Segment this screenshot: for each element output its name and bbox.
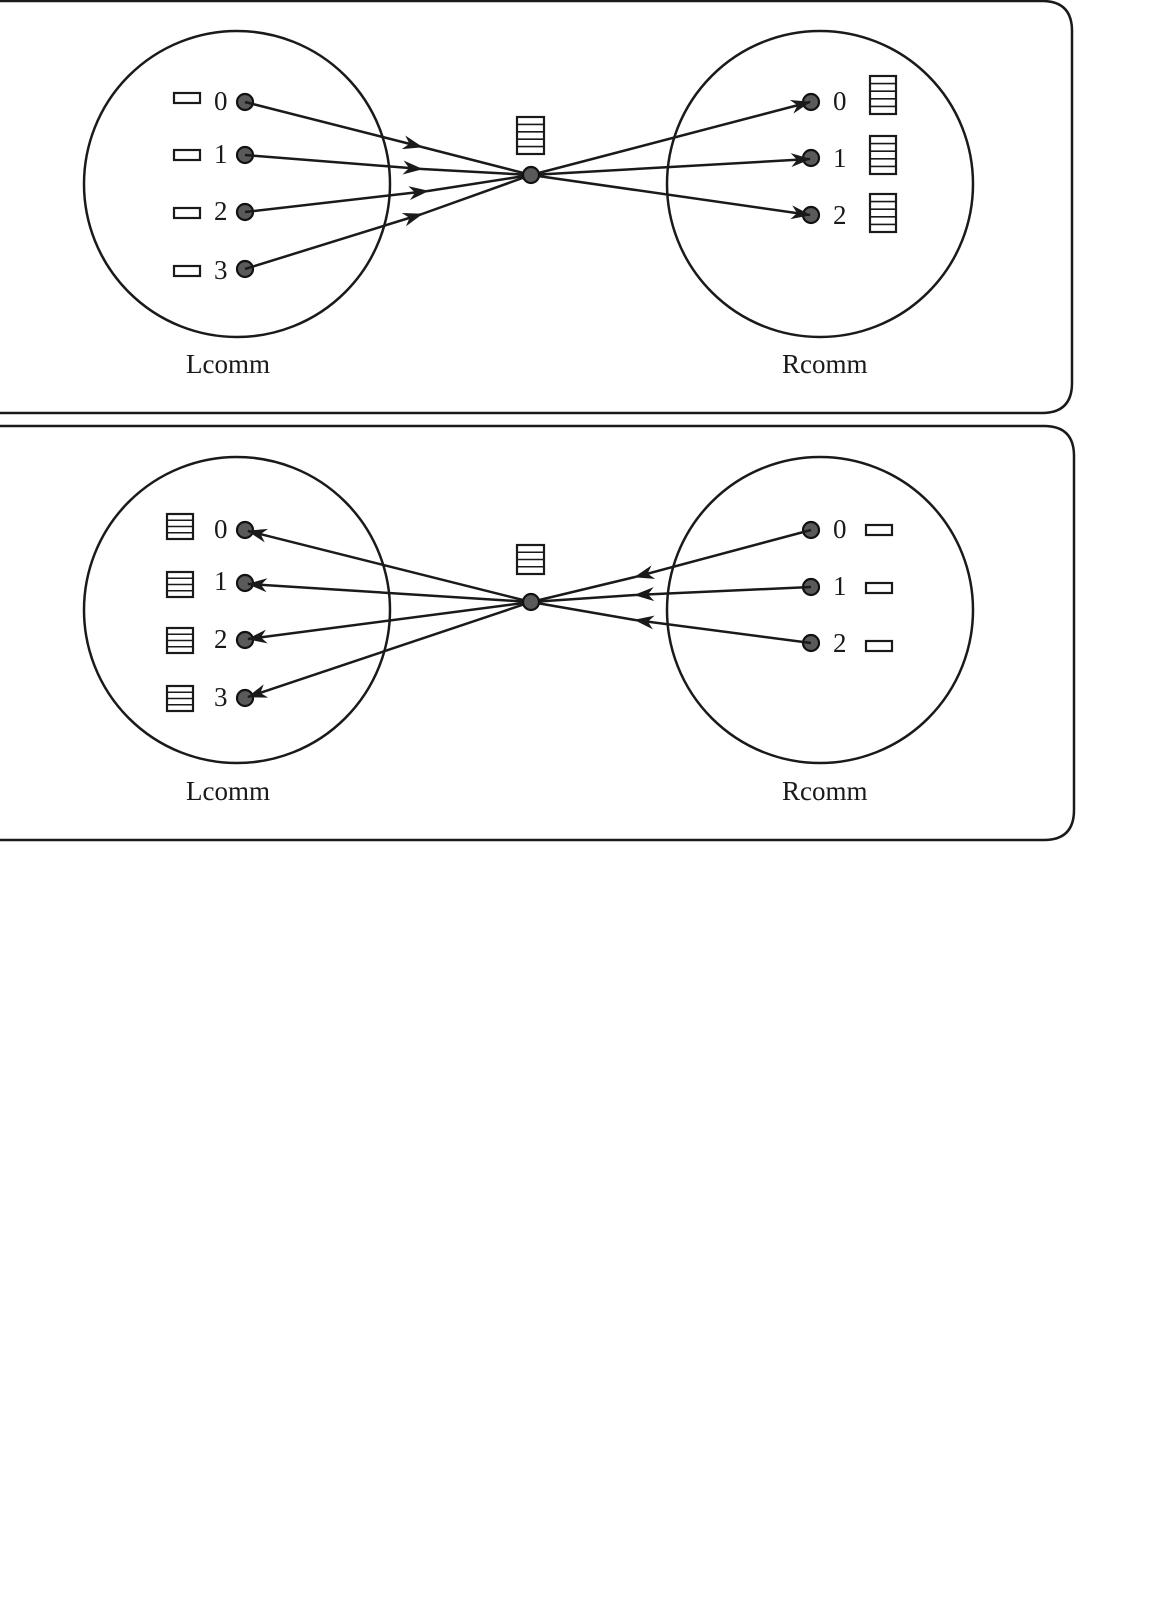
process-node [235, 630, 255, 650]
edges-left-to-hub [244, 100, 532, 271]
edge-arrow [247, 578, 532, 604]
left-comm-circle [82, 29, 392, 339]
left-comm-label: Lcomm [186, 776, 270, 806]
small-buffer-icon [864, 523, 894, 537]
edge-arrow [530, 100, 811, 177]
process-node [801, 148, 821, 168]
right-rank-label: 2 [833, 628, 847, 658]
edge-arrow [634, 615, 812, 645]
edge-arrow [530, 173, 811, 220]
left-rank-label: 0 [214, 514, 228, 544]
left-comm-group: Lcomm 0 1 2 3 [82, 29, 392, 379]
right-comm-group: Rcomm 0 1 2 [665, 29, 975, 379]
panel-top: Lcomm 0 1 2 3 Rcomm 0 [0, 0, 1074, 415]
edge-arrow [634, 585, 812, 602]
edge-line [421, 145, 532, 177]
left-rank-label: 0 [214, 86, 228, 116]
panel-top-frame [0, 0, 1074, 415]
edge-arrow [247, 600, 532, 699]
left-rank-label: 2 [214, 624, 228, 654]
edges-hub-to-left [247, 528, 532, 699]
left-comm-circle [82, 455, 392, 765]
edge-arrow [634, 528, 812, 579]
large-buffer-icon [165, 570, 195, 599]
edge-arrow [244, 153, 423, 175]
right-comm-circle [665, 29, 975, 339]
small-buffer-icon [172, 264, 202, 278]
right-rank-label: 0 [833, 514, 847, 544]
left-rank-label: 1 [214, 566, 228, 596]
left-rank-label: 3 [214, 682, 228, 712]
large-buffer-icon [868, 134, 898, 176]
edge-line [427, 173, 532, 193]
right-rank-label: 0 [833, 86, 847, 116]
large-buffer-icon [165, 684, 195, 713]
small-buffer-icon [172, 148, 202, 162]
small-buffer-icon [172, 91, 202, 105]
large-buffer-icon [165, 626, 195, 655]
edge-line [421, 173, 532, 216]
edge-line [530, 593, 636, 604]
right-comm-circle [665, 455, 975, 765]
edges-right-to-hub [530, 528, 812, 645]
left-rank-label: 2 [214, 196, 228, 226]
right-rank-label: 1 [833, 143, 847, 173]
edge-line [421, 167, 532, 177]
right-comm-group: Rcomm 0 1 2 [665, 455, 975, 806]
left-rank-label: 1 [214, 139, 228, 169]
edge-arrow [530, 153, 811, 177]
edge-line [530, 600, 636, 622]
hub-node [521, 165, 541, 185]
hub-node [521, 592, 541, 612]
edges-hub-to-right [530, 100, 811, 220]
edge-arrow [247, 528, 532, 604]
panel-bottom: Lcomm 0 1 2 [0, 424, 1076, 842]
edge-arrow [244, 212, 423, 271]
large-buffer-icon [868, 192, 898, 234]
process-node [235, 520, 255, 540]
edge-arrow [244, 186, 429, 214]
left-rank-label: 3 [214, 255, 228, 285]
left-comm-label: Lcomm [186, 349, 270, 379]
hub-buffer-icon [515, 115, 546, 156]
right-rank-label: 1 [833, 571, 847, 601]
edge-line [530, 575, 636, 604]
right-comm-label: Rcomm [782, 776, 868, 806]
right-rank-label: 2 [833, 200, 847, 230]
process-node [235, 688, 255, 708]
large-buffer-icon [868, 74, 898, 116]
large-buffer-icon [165, 512, 195, 541]
small-buffer-icon [864, 639, 894, 653]
hub-buffer-icon [515, 543, 546, 576]
small-buffer-icon [172, 206, 202, 220]
small-buffer-icon [864, 581, 894, 595]
edge-arrow [247, 600, 532, 644]
right-comm-label: Rcomm [782, 349, 868, 379]
edge-arrow [244, 100, 423, 150]
